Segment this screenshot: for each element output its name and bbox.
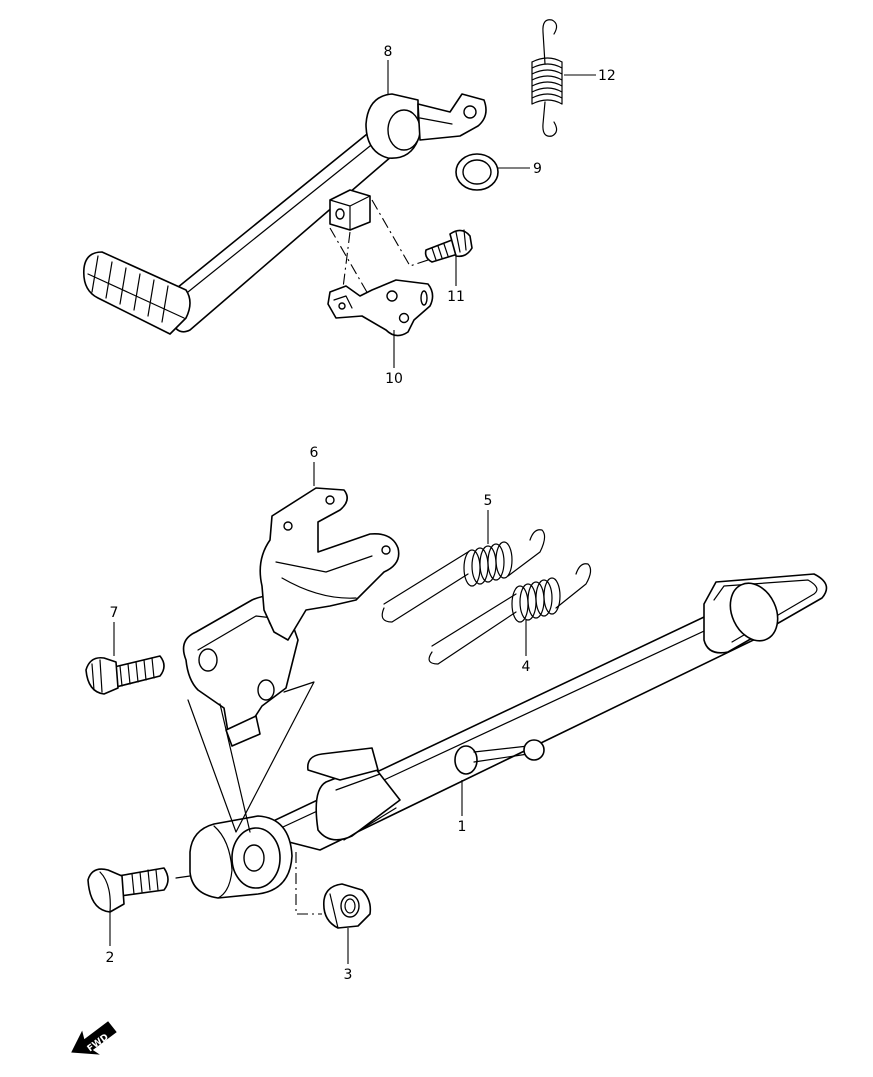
stand-bracket [182, 487, 400, 747]
part-label-2: 2 [106, 950, 115, 966]
stand-nut [322, 883, 372, 929]
leader-lines [109, 60, 596, 964]
fwd-arrow-icon: FWD [71, 1021, 117, 1055]
part-label-6: 6 [310, 445, 319, 461]
bracket-bolt [424, 229, 473, 263]
part-label-9: 9 [533, 161, 542, 177]
part-label-4: 4 [522, 659, 531, 675]
part-label-1: 1 [458, 819, 467, 835]
stand-spring-lower [428, 563, 592, 665]
pedal-arm [171, 93, 487, 333]
pedal-bracket [327, 279, 434, 337]
part-label-8: 8 [384, 44, 393, 60]
stand-spring-upper [381, 529, 546, 623]
pedal-pivot-block [329, 189, 371, 231]
pedal-toe-rubber [82, 251, 191, 335]
stand-bolt-upper [85, 655, 165, 695]
part-label-5: 5 [484, 493, 493, 509]
part-label-7: 7 [110, 605, 119, 621]
part-number-labels: 8 12 9 11 10 6 5 7 4 1 2 3 [106, 44, 616, 983]
stand-pivot-end [189, 815, 293, 899]
side-stand-bar [249, 573, 828, 851]
washer [455, 153, 499, 191]
return-spring [531, 19, 563, 137]
upper-assembly-lines [329, 199, 429, 297]
stand-pivot-bolt [87, 867, 169, 913]
part-label-12: 12 [598, 68, 616, 84]
part-label-10: 10 [385, 371, 403, 387]
part-label-3: 3 [344, 967, 353, 983]
lower-assembly-lines [175, 681, 322, 915]
part-label-11: 11 [447, 289, 465, 305]
